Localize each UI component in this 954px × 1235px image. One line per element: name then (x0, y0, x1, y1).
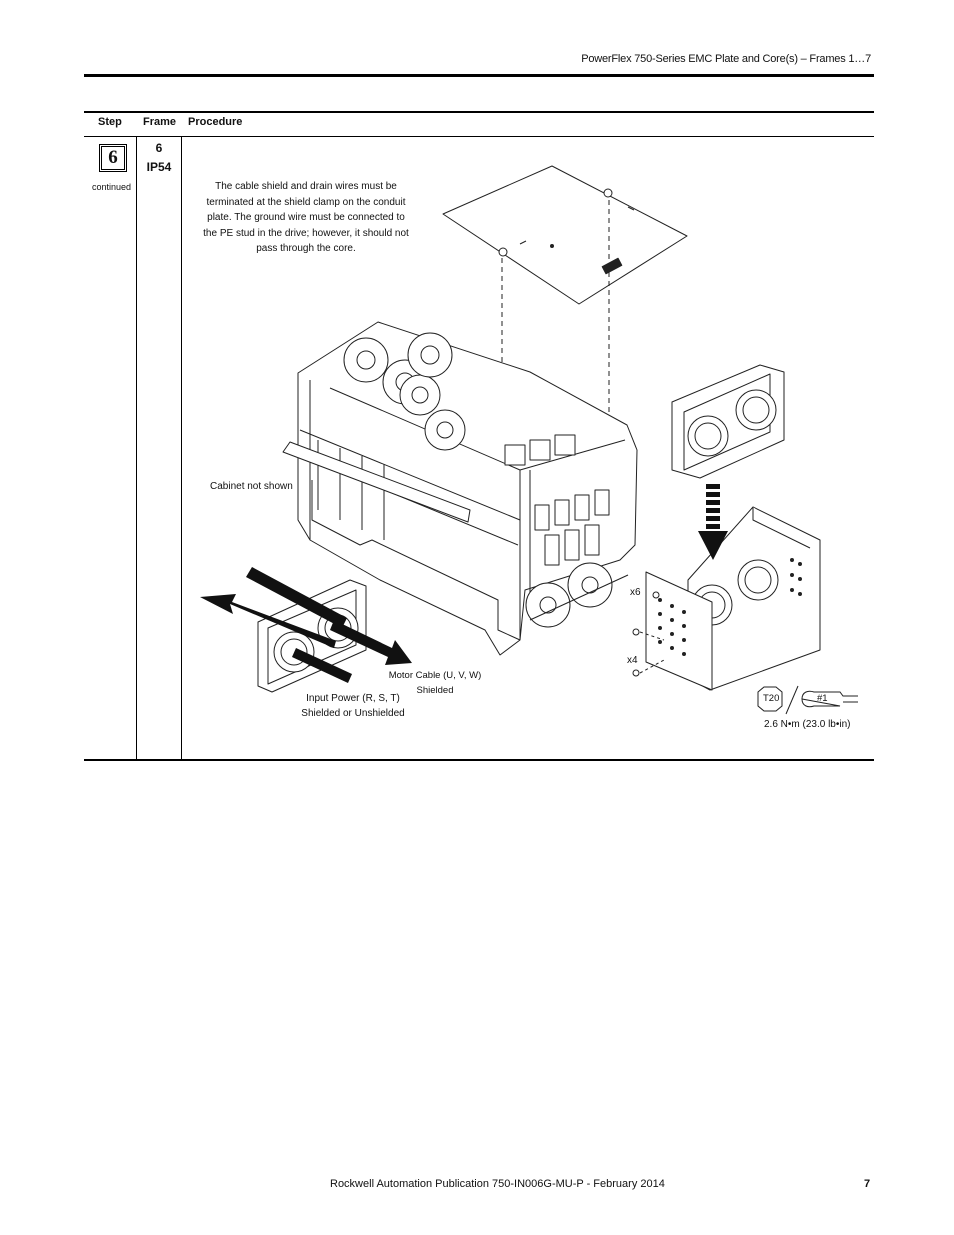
step-continued-note: continued (92, 182, 132, 192)
output-arrow-left (200, 594, 336, 648)
column-header-step: Step (98, 116, 122, 128)
table-bottom-rule (84, 759, 874, 761)
drive-chassis (297, 321, 638, 656)
screw-qty-x4: x4 (627, 655, 638, 666)
input-power-shield-label: Shielded or Unshielded (301, 708, 405, 719)
table-header-rule (84, 136, 874, 137)
table-top-rule (84, 111, 874, 113)
torx-bit-label: T20 (763, 693, 780, 704)
motor-cable-arrow (330, 620, 412, 665)
screwdriver-icon (801, 690, 858, 708)
frame-number: 6 (155, 141, 163, 155)
running-header-title: PowerFlex 750-Series EMC Plate and Core(… (581, 53, 871, 65)
torque-spec: 2.6 N•m (23.0 lb•in) (764, 719, 851, 730)
step-number: 6 (101, 146, 125, 170)
procedure-note: The cable shield and drain wires must be… (203, 181, 409, 255)
column-header-procedure: Procedure (188, 116, 243, 128)
cabinet-not-shown-label: Cabinet not shown (210, 481, 293, 492)
column-divider-step-frame (136, 137, 137, 759)
cover-plate (442, 165, 688, 305)
step-number-frame (99, 144, 127, 172)
page-number: 7 (864, 1178, 871, 1190)
phillips-bit-label: #1 (817, 693, 828, 704)
motor-cable-shield-label: Shielded (416, 685, 454, 696)
input-power-arrow (246, 567, 347, 628)
column-divider-frame-procedure (181, 137, 182, 759)
input-power-label: Input Power (R, S, T) (306, 693, 400, 704)
footer-publication: Rockwell Automation Publication 750-IN00… (330, 1178, 665, 1190)
motor-cable-label: Motor Cable (U, V, W) (388, 670, 482, 681)
install-direction-arrow (698, 484, 728, 560)
screw-qty-x6: x6 (630, 587, 641, 598)
frame-enclosure-rating: IP54 (146, 160, 172, 174)
torx-icon (757, 686, 783, 712)
column-header-frame: Frame (143, 116, 177, 128)
header-rule (84, 74, 874, 77)
